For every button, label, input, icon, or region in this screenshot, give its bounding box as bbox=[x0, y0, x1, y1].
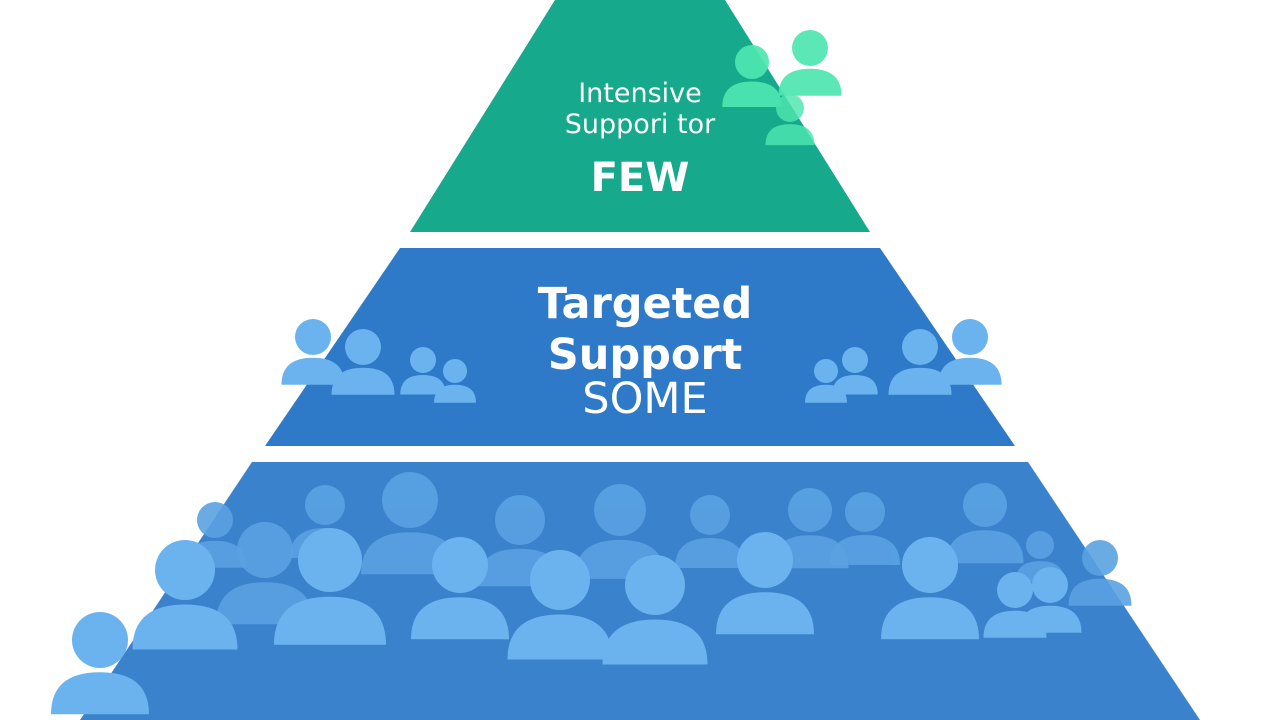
person-icon bbox=[51, 612, 149, 715]
person-icon bbox=[888, 329, 952, 395]
tier-middle-title-line1: Targeted bbox=[537, 279, 753, 329]
person-icon bbox=[507, 550, 613, 660]
person-icon bbox=[274, 528, 386, 645]
people-group-icon bbox=[722, 30, 842, 146]
person-icon bbox=[881, 537, 979, 640]
people-group-icon bbox=[805, 319, 1002, 403]
person-icon bbox=[722, 45, 782, 108]
person-icon bbox=[716, 532, 814, 635]
crowd-icon bbox=[51, 472, 1132, 715]
tier-top-title-line1: Intensive bbox=[578, 78, 702, 109]
tier-top-audience-label: FEW bbox=[590, 155, 690, 201]
person-icon bbox=[832, 347, 878, 395]
person-icon bbox=[830, 492, 900, 565]
person-icon bbox=[400, 347, 446, 395]
person-icon bbox=[434, 359, 476, 403]
person-icon bbox=[938, 319, 1002, 385]
person-icon bbox=[675, 495, 745, 568]
person-icon bbox=[331, 329, 395, 395]
tier-middle-title-line2: Support bbox=[547, 330, 743, 380]
person-icon bbox=[574, 484, 666, 579]
person-icon bbox=[1068, 540, 1132, 606]
person-icon bbox=[602, 555, 708, 665]
person-icon bbox=[281, 319, 345, 385]
people-group-icon bbox=[281, 319, 476, 403]
tier-top-title-line2: Suppori tor bbox=[564, 109, 716, 140]
tier-middle-audience-label: SOME bbox=[582, 374, 708, 424]
person-icon bbox=[946, 483, 1024, 564]
person-icon bbox=[1018, 567, 1082, 633]
person-icon bbox=[765, 94, 815, 146]
person-icon bbox=[411, 537, 509, 640]
person-icon bbox=[132, 540, 238, 650]
person-icon bbox=[778, 30, 842, 96]
